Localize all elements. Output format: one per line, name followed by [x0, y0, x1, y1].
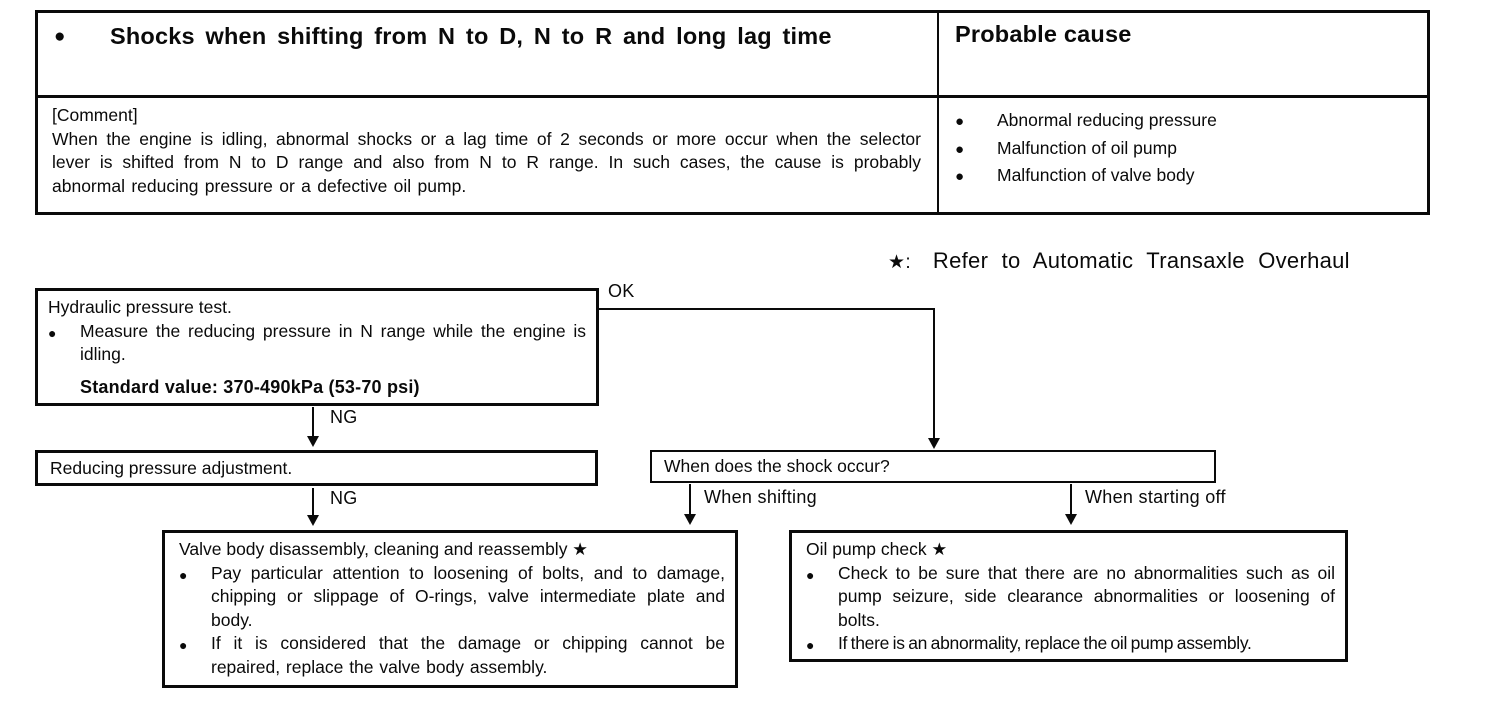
valve-body-bullet: ● If it is considered that the damage or… [179, 632, 725, 679]
hydraulic-test-box: Hydraulic pressure test. ● Measure the r… [35, 288, 599, 406]
oil-pump-bullet: ● Check to be sure that there are no abn… [806, 562, 1335, 633]
valve-body-title: Valve body disassembly, cleaning and rea… [179, 539, 588, 559]
bullet-icon: ● [806, 637, 815, 653]
comment-text: When the engine is idling, abnormal shoc… [52, 128, 921, 196]
symptom-header-cell: ● Shocks when shifting from N to D, N to… [38, 13, 939, 98]
comment-label: [Comment] [52, 105, 138, 125]
when-starting-off-arrowhead-icon [1065, 514, 1077, 525]
cause-text: Abnormal reducing pressure [997, 110, 1217, 130]
overhaul-note: ★: Refer to Automatic Transaxle Overhaul [888, 248, 1350, 274]
valve-body-box: Valve body disassembly, cleaning and rea… [162, 530, 738, 688]
cause-text: Malfunction of oil pump [997, 137, 1177, 158]
ok-arrowhead-icon [928, 438, 940, 449]
shock-question-box: When does the shock occur? [650, 450, 1216, 483]
oil-pump-bullet-text: If there is an abnormality, replace the … [838, 633, 1252, 653]
probable-cause-header-cell: Probable cause [939, 13, 1427, 98]
cause-item: ● Malfunction of valve body [955, 163, 1415, 189]
cause-item: ● Abnormal reducing pressure [955, 108, 1415, 134]
ng-lower-arrow-line [312, 488, 314, 516]
ng-upper-arrowhead-icon [307, 436, 319, 447]
when-shifting-arrow-line [689, 484, 691, 515]
valve-body-bullet-text: If it is considered that the damage or c… [211, 633, 725, 677]
bullet-icon: ● [955, 168, 965, 185]
oil-pump-bullet: ● If there is an abnormality, replace th… [806, 632, 1335, 658]
ng-lower-label: NG [330, 488, 358, 508]
oil-pump-title: Oil pump check ★ [806, 539, 948, 559]
valve-body-bullet: ● Pay particular attention to loosening … [179, 562, 725, 633]
overhaul-note-text: Refer to Automatic Transaxle Overhaul [932, 248, 1350, 273]
hydraulic-test-bullet: ● Measure the reducing pressure in N ran… [48, 320, 586, 367]
ok-connector-horizontal-line [599, 308, 935, 310]
when-shifting-label: When shifting [704, 487, 817, 507]
adjustment-box: Reducing pressure adjustment. [35, 450, 598, 486]
bullet-icon: ● [48, 324, 57, 341]
ng-upper-arrow-line [312, 407, 314, 437]
symptom-bullet-icon: ● [54, 26, 66, 47]
comment-cell: [Comment] When the engine is idling, abn… [38, 98, 939, 212]
bullet-icon: ● [955, 113, 965, 130]
shock-question-title: When does the shock occur? [664, 456, 890, 476]
ng-lower-arrowhead-icon [307, 515, 319, 526]
star-icon: ★: [888, 252, 911, 273]
bullet-icon: ● [955, 140, 965, 158]
probable-cause-header: Probable cause [955, 21, 1132, 47]
bullet-icon: ● [179, 566, 188, 583]
hydraulic-test-title: Hydraulic pressure test. [48, 297, 232, 317]
standard-value: Standard value: 370-490kPa (53-70 psi) [80, 376, 420, 397]
when-starting-off-label: When starting off [1085, 487, 1226, 507]
bullet-icon: ● [179, 637, 188, 653]
valve-body-bullet-text: Pay particular attention to loosening of… [211, 562, 725, 630]
symptom-title: Shocks when shifting from N to D, N to R… [110, 23, 832, 49]
oil-pump-box: Oil pump check ★ ● Check to be sure that… [789, 530, 1348, 662]
ok-label: OK [608, 281, 635, 301]
oil-pump-bullet-text: Check to be sure that there are no abnor… [838, 562, 1335, 630]
ng-upper-label: NG [330, 407, 358, 427]
symptom-table: ● Shocks when shifting from N to D, N to… [35, 10, 1430, 215]
when-starting-off-arrow-line [1070, 484, 1072, 515]
when-shifting-arrowhead-icon [684, 514, 696, 525]
adjustment-box-title: Reducing pressure adjustment. [50, 457, 293, 478]
ok-connector-vertical-line [933, 308, 935, 439]
cause-item: ● Malfunction of oil pump [955, 136, 1415, 162]
hydraulic-test-bullet-text: Measure the reducing pressure in N range… [80, 320, 586, 365]
cause-list: ● Abnormal reducing pressure ● Malfuncti… [939, 98, 1427, 212]
bullet-icon: ● [806, 566, 815, 583]
cause-text: Malfunction of valve body [997, 165, 1195, 185]
